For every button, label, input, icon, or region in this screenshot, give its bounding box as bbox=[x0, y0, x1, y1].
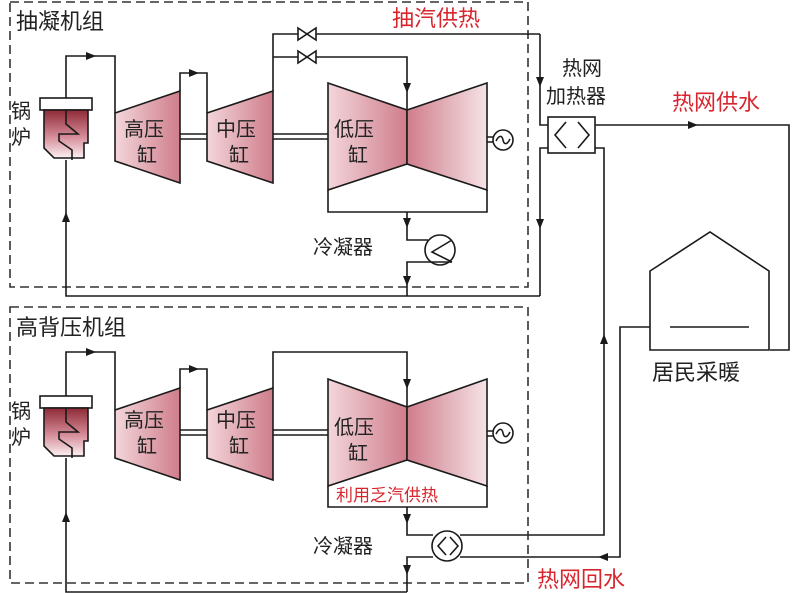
back-pressure-unit-title: 高背压机组 bbox=[16, 316, 126, 341]
hp-turbine-bottom: 高压 缸 bbox=[114, 386, 181, 482]
shaft bbox=[180, 429, 207, 436]
return-water-label: 热网回水 bbox=[537, 568, 625, 593]
heater-label-1: 热网 bbox=[562, 56, 602, 80]
lp-turbine-top: 低压 缸 bbox=[327, 81, 488, 192]
condenser-top bbox=[424, 234, 456, 266]
valve-icon[interactable] bbox=[297, 49, 317, 65]
ip-turbine-bottom: 中压 缸 bbox=[206, 386, 274, 482]
flow-arrow bbox=[62, 512, 70, 522]
condensate-line bbox=[406, 261, 452, 296]
condensate-line bbox=[406, 556, 433, 592]
flow-arrow bbox=[403, 379, 411, 389]
extraction-steam-line bbox=[272, 33, 540, 91]
shaft bbox=[273, 133, 328, 140]
condenser-label: 冷凝器 bbox=[313, 534, 373, 558]
feedwater-line bbox=[65, 458, 407, 593]
flow-arrow bbox=[62, 212, 70, 222]
flow-arrow bbox=[86, 348, 96, 356]
hp-label-1: 高压 bbox=[124, 117, 164, 141]
generator-icon bbox=[492, 129, 514, 151]
consumer-label: 居民采暖 bbox=[652, 361, 740, 386]
flow-arrow bbox=[688, 121, 698, 129]
hp-label-2: 缸 bbox=[137, 434, 157, 458]
back-pressure-unit: 高背压机组 锅 炉 高压 缸 中压 缸 低压 bbox=[9, 306, 529, 593]
boiler-top: 锅 炉 bbox=[11, 97, 93, 160]
valve-icon[interactable] bbox=[297, 26, 317, 42]
ip-label-1: 中压 bbox=[216, 408, 256, 432]
flow-arrow bbox=[189, 365, 199, 373]
boiler-label-2: 炉 bbox=[11, 425, 31, 449]
generator-icon bbox=[492, 422, 514, 444]
heater-label-2: 加热器 bbox=[546, 84, 606, 108]
exhaust-supply-label: 利用乏汽供热 bbox=[336, 486, 438, 506]
flow-arrow bbox=[189, 69, 199, 77]
back-pressure-unit-boundary bbox=[9, 306, 529, 584]
ip-label-2: 缸 bbox=[229, 434, 249, 458]
flow-arrow bbox=[598, 553, 608, 561]
reheat-line bbox=[179, 368, 208, 410]
flow-arrow bbox=[403, 83, 411, 93]
extraction-to-heater-line bbox=[539, 34, 548, 126]
ip-label-2: 缸 bbox=[229, 143, 249, 167]
flow-arrow bbox=[403, 276, 411, 286]
hp-turbine-top: 高压 缸 bbox=[114, 89, 181, 185]
heater-drain-line bbox=[539, 147, 548, 296]
extraction-unit-boundary bbox=[9, 1, 529, 288]
shaft bbox=[180, 133, 207, 140]
flow-arrow bbox=[403, 218, 411, 228]
boiler-label-1: 锅 bbox=[11, 399, 31, 423]
exhaust-hood bbox=[327, 190, 488, 213]
boiler-bottom: 锅 炉 bbox=[11, 395, 93, 458]
heat-network-heater: 热网 加热器 bbox=[536, 34, 606, 296]
exhaust-line bbox=[406, 212, 428, 241]
boiler-label-2: 炉 bbox=[11, 125, 31, 149]
flow-arrow bbox=[403, 514, 411, 524]
lp-label-2: 缸 bbox=[348, 441, 368, 465]
extraction-unit-title: 抽凝机组 bbox=[16, 10, 104, 35]
steam-supply-label: 抽汽供热 bbox=[392, 7, 480, 32]
supply-water-label: 热网供水 bbox=[672, 91, 760, 116]
hp-label-1: 高压 bbox=[124, 408, 164, 432]
ip-turbine-top: 中压 缸 bbox=[206, 89, 274, 185]
flow-arrow bbox=[403, 565, 411, 575]
supply-water-line bbox=[595, 124, 790, 351]
ip-label-1: 中压 bbox=[216, 117, 256, 141]
hp-label-2: 缸 bbox=[137, 143, 157, 167]
extraction-unit: 抽凝机组 锅 炉 高压 缸 中压 缸 bbox=[9, 1, 540, 297]
lp-turbine-bottom: 低压 缸 bbox=[327, 377, 488, 488]
flow-arrow bbox=[536, 219, 544, 229]
shaft bbox=[273, 429, 328, 436]
condenser-label: 冷凝器 bbox=[313, 235, 373, 259]
residential-heating-house-icon: 居民采暖 bbox=[649, 231, 770, 386]
flow-arrow bbox=[86, 52, 96, 60]
reheat-line bbox=[179, 72, 208, 113]
return-water-line bbox=[460, 326, 650, 558]
flow-arrow bbox=[600, 334, 608, 344]
condenser-bottom bbox=[431, 530, 463, 562]
flow-arrow bbox=[536, 77, 544, 87]
lp-label-1: 低压 bbox=[334, 117, 374, 141]
lp-label-2: 缸 bbox=[348, 143, 368, 167]
lp-label-1: 低压 bbox=[334, 415, 374, 439]
exhaust-line bbox=[406, 507, 433, 536]
feedwater-line bbox=[65, 160, 540, 297]
boiler-label-1: 锅 bbox=[11, 99, 31, 123]
